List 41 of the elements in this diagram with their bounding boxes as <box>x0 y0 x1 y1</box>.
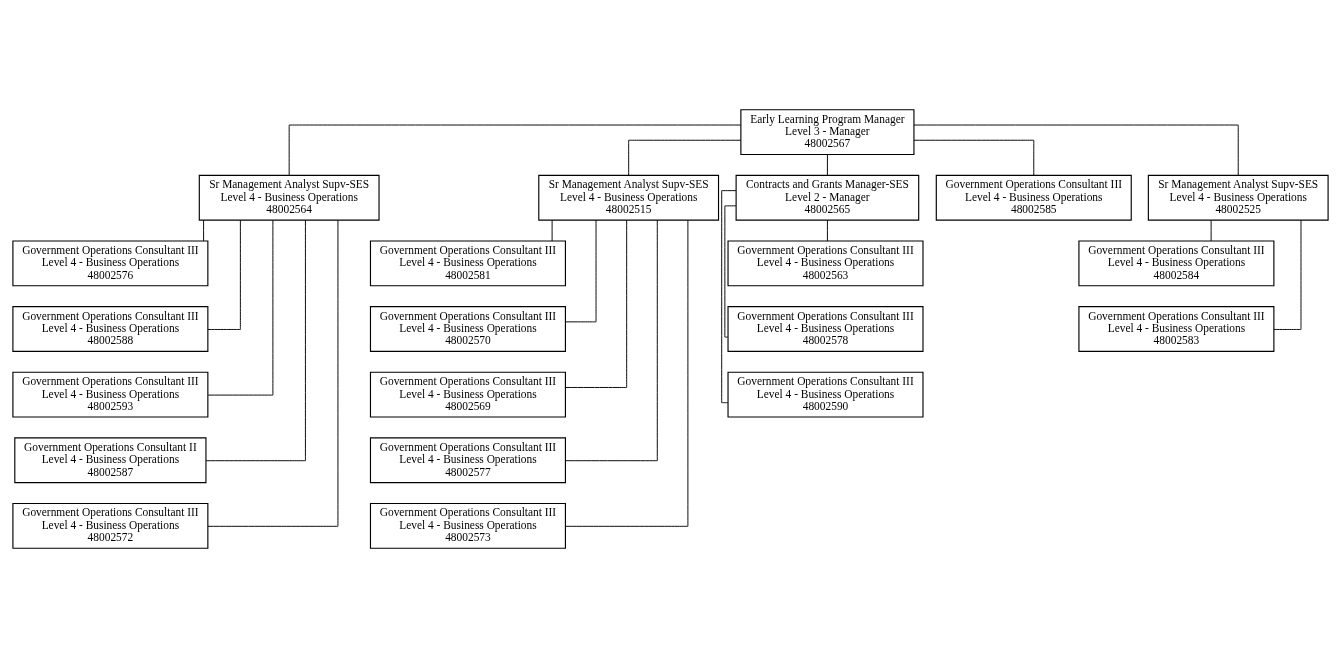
node-box: Government Operations Consultant II Level 4 - Business Operations 48002587 <box>14 437 207 484</box>
node-box: Sr Management Analyst Supv-SES Level 4 - Business Operations 48002515 <box>538 174 720 221</box>
node-box: Government Operations Consultant III Level 4 - Business Operations 48002576 <box>12 240 209 287</box>
node-box: Contracts and Grants Manager-SES Level 2 - Manager 48002565 <box>735 174 920 221</box>
node-box: Government Operations Consultant III Level 4 - Business Operations 48002590 <box>727 371 924 418</box>
node-box: Government Operations Consultant III Level 4 - Business Operations 48002569 <box>369 371 566 418</box>
node-box: Government Operations Consultant III Level 4 - Business Operations 48002570 <box>369 306 566 352</box>
connector <box>288 124 742 176</box>
node-box: Government Operations Consultant III Level 4 - Business Operations 48002583 <box>1078 306 1275 352</box>
connector <box>207 219 241 330</box>
connector <box>628 139 742 176</box>
node-box: Government Operations Consultant III Level 4 - Business Operations 48002578 <box>727 306 924 352</box>
connector <box>205 219 306 462</box>
connector <box>721 190 737 404</box>
connector <box>913 124 1239 176</box>
node-box: Government Operations Consultant III Level 4 - Business Operations 48002584 <box>1078 240 1275 287</box>
node-box: Government Operations Consultant III Level 4 - Business Operations 48002577 <box>369 437 566 484</box>
node-box: Government Operations Consultant III Level 4 - Business Operations 48002563 <box>727 240 924 287</box>
node-box: Sr Management Analyst Supv-SES Level 4 - Business Operations 48002564 <box>198 174 380 221</box>
node-box: Government Operations Consultant III Level 4 - Business Operations 48002588 <box>12 306 209 352</box>
connector <box>565 219 628 388</box>
connector <box>551 219 553 242</box>
node-box: Government Operations Consultant III Level 4 - Business Operations 48002593 <box>12 371 209 418</box>
connector <box>826 154 828 176</box>
connector <box>565 219 689 527</box>
connector <box>565 219 658 462</box>
connector <box>565 219 597 323</box>
node-box: Sr Management Analyst Supv-SES Level 4 - Business Operations 48002525 <box>1147 174 1329 221</box>
connector <box>724 205 737 338</box>
node-box: Early Learning Program Manager Level 3 - Manager 48002567 <box>740 109 915 156</box>
connector <box>826 219 828 242</box>
connector <box>913 139 1035 176</box>
node-box: Government Operations Consultant III Level 4 - Business Operations 48002572 <box>12 502 209 549</box>
connector <box>1273 219 1302 330</box>
connector <box>207 219 274 396</box>
connector <box>1210 219 1212 242</box>
node-box: Government Operations Consultant III Level 4 - Business Operations 48002585 <box>935 174 1132 221</box>
connector <box>203 219 205 242</box>
node-box: Government Operations Consultant III Level 4 - Business Operations 48002581 <box>369 240 566 287</box>
connector <box>207 219 339 527</box>
node-box: Government Operations Consultant III Level 4 - Business Operations 48002573 <box>369 502 566 549</box>
